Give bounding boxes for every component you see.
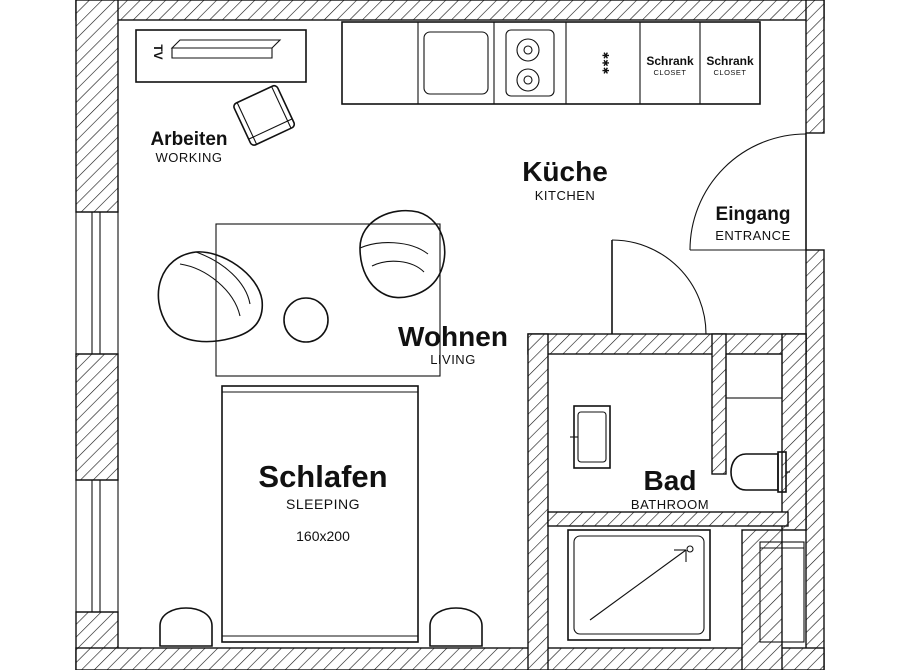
closet-1-label: Schrank [646, 54, 694, 68]
sink-icon [423, 31, 489, 95]
bed-size-label: 160x200 [296, 528, 350, 544]
window-lower [75, 479, 119, 613]
kitchen-sublabel: KITCHEN [535, 188, 596, 203]
living-sublabel: LIVING [430, 352, 476, 367]
sleeping-label: Schlafen [258, 459, 387, 494]
desk-chair-icon [233, 84, 296, 146]
shower-icon [567, 529, 711, 641]
toilet-icon [730, 451, 790, 493]
armchair-left-icon [157, 251, 264, 343]
hob-icon [505, 29, 555, 97]
working-label: Arbeiten [150, 129, 227, 150]
coffee-table-icon [283, 297, 329, 343]
closet-2-label: Schrank [706, 54, 754, 68]
appliance-marks: ✱✱✱ [601, 52, 611, 75]
entrance-label: Eingang [716, 204, 791, 225]
living-label: Wohnen [398, 321, 508, 352]
kitchen-label: Küche [522, 156, 608, 187]
sleeping-sublabel: SLEEPING [286, 496, 360, 512]
closet-1-sublabel: CLOSET [653, 68, 686, 77]
armchair-right-icon [359, 209, 446, 299]
bathroom-door [611, 239, 707, 335]
closet-2-sublabel: CLOSET [713, 68, 746, 77]
stool-left-icon [159, 607, 213, 647]
desk [135, 29, 307, 83]
window-upper [75, 211, 119, 355]
utility-shafts [725, 353, 805, 643]
stool-right-icon [429, 607, 483, 647]
entrance-door [689, 133, 807, 251]
kitchen-counter [341, 21, 761, 105]
bathroom-sublabel: BATHROOM [631, 497, 709, 512]
washbasin-icon [570, 405, 611, 469]
tv-label: TV [151, 44, 165, 59]
bed [221, 385, 419, 643]
rug [215, 223, 441, 377]
outer-walls [75, 0, 825, 670]
bathroom-walls [527, 333, 807, 670]
working-sublabel: WORKING [155, 150, 222, 165]
bathroom-label: Bad [644, 465, 697, 496]
entrance-sublabel: ENTRANCE [715, 228, 791, 243]
